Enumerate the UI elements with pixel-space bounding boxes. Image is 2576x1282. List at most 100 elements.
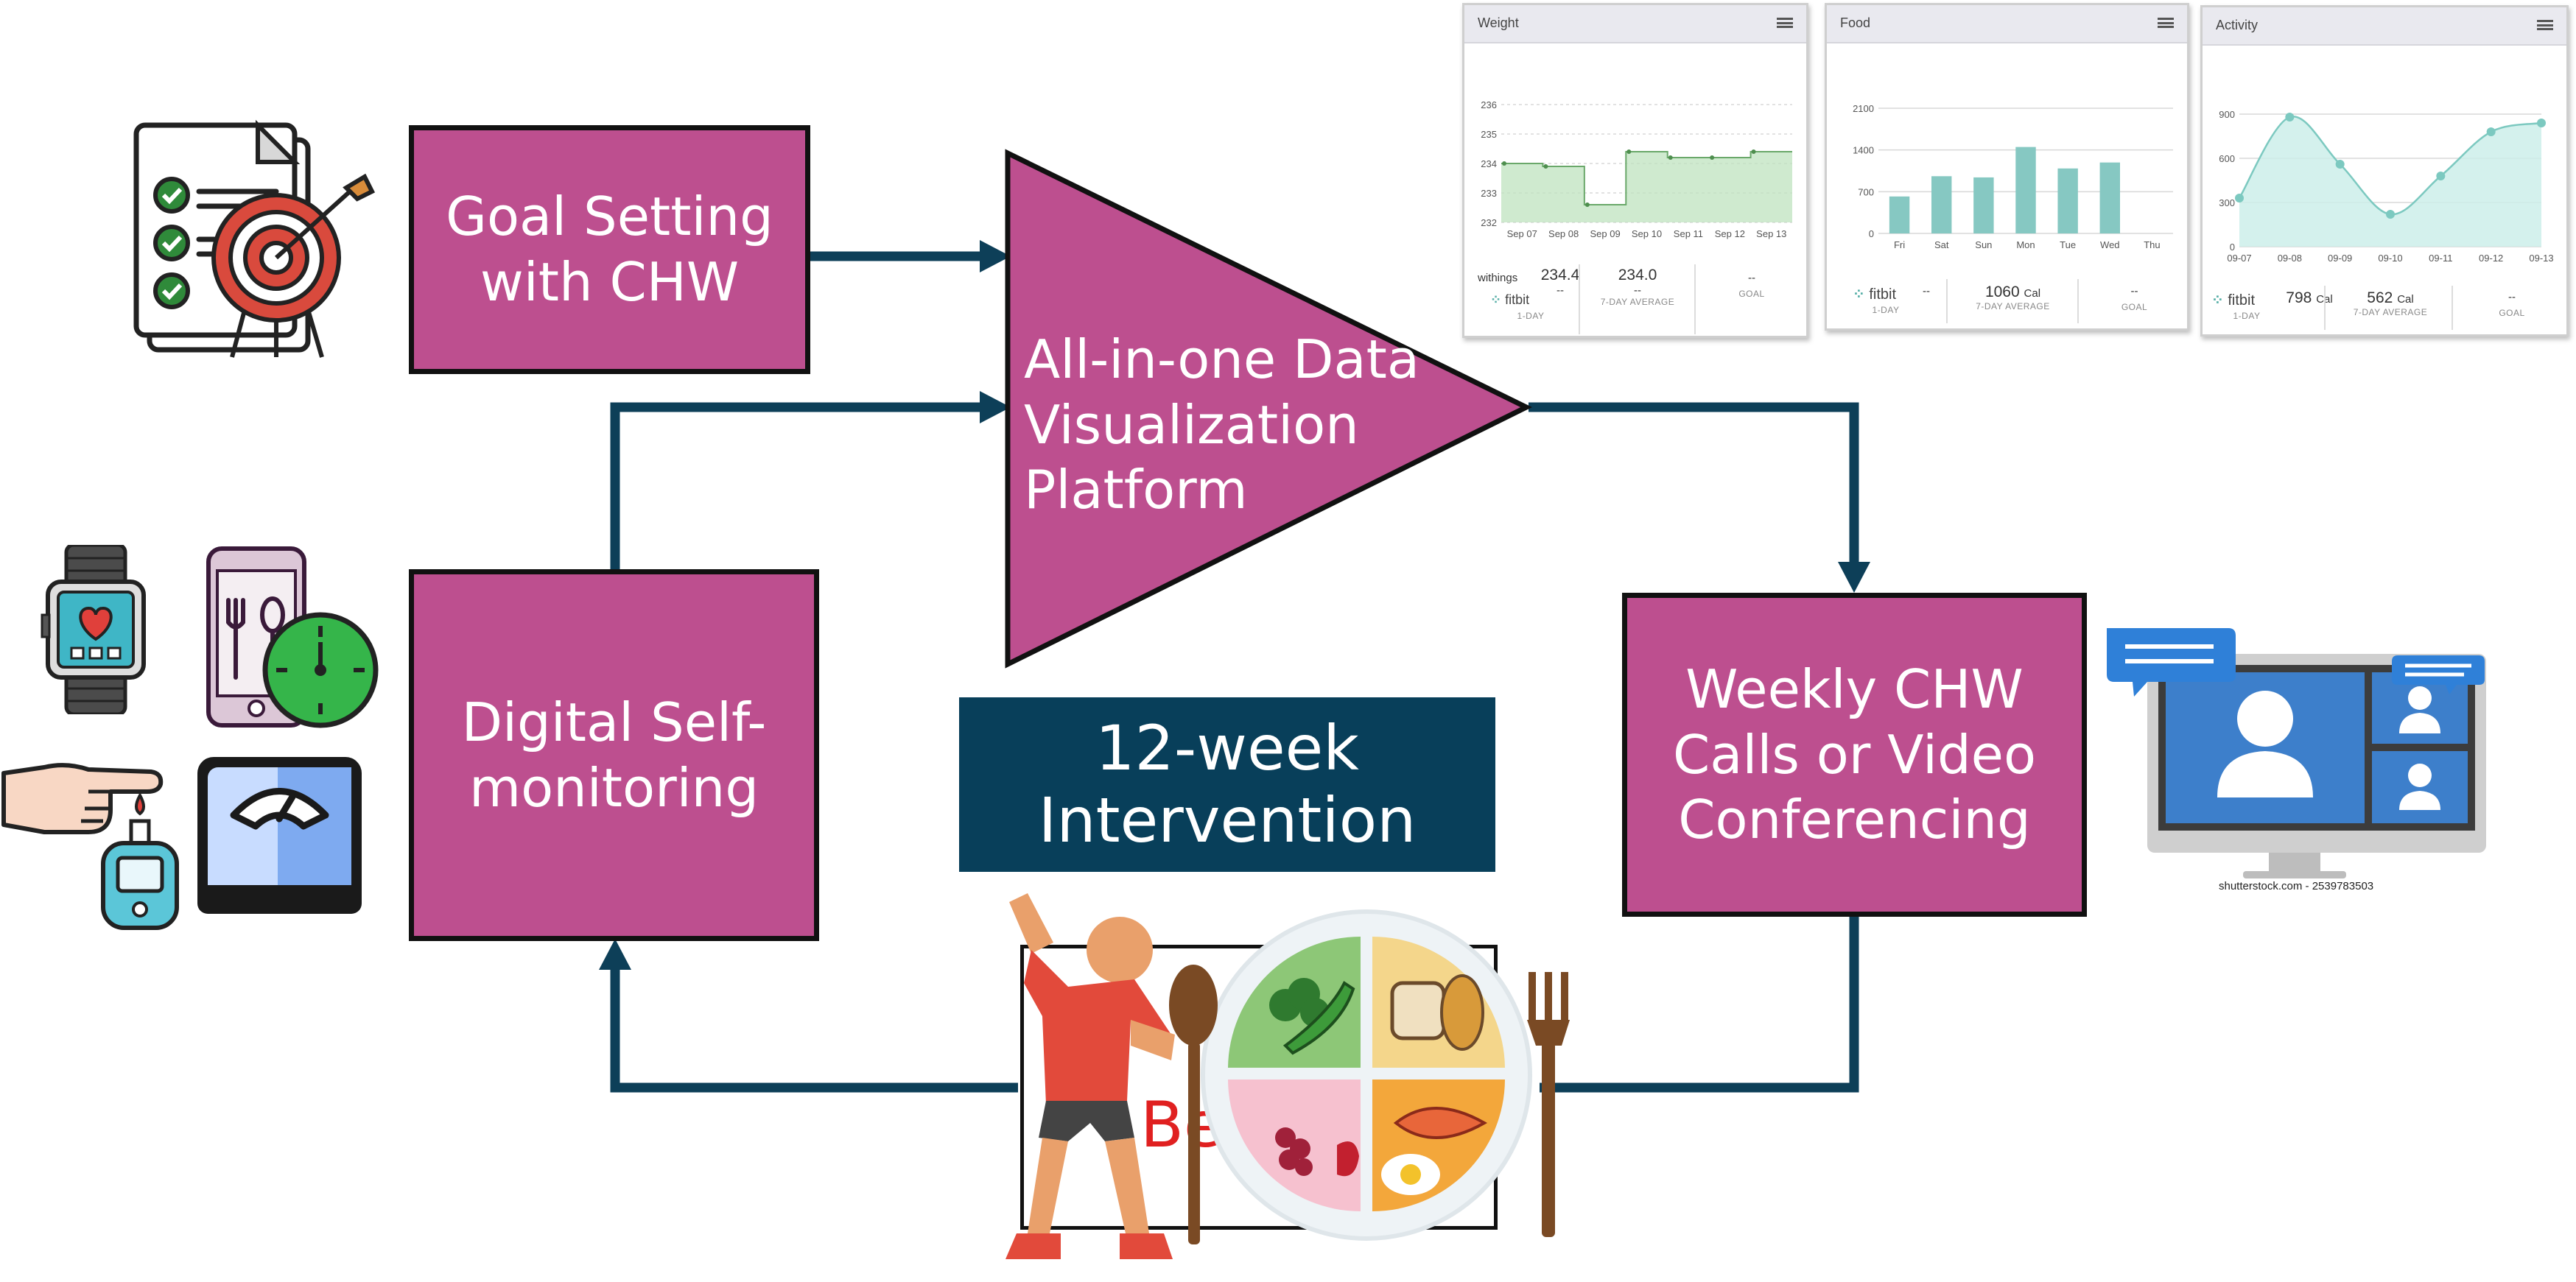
weight-one-day-label: 1-DAY: [1517, 311, 1545, 321]
weight-one-day-label-wrap: 1-DAY: [1501, 311, 1560, 321]
food-y-tick-label: 0: [1869, 228, 1874, 239]
weight-x-tick-label: Sep 08: [1548, 228, 1579, 239]
weight-point: [1710, 155, 1715, 160]
meal-timer-phone-icon: [206, 546, 379, 728]
food-bar: [1931, 176, 1952, 233]
weight-point: [1668, 155, 1673, 160]
weight-x-tick-label: Sep 09: [1590, 228, 1620, 239]
food-panel-title: Food: [1840, 15, 1871, 30]
intervention-line-2: Intervention: [1038, 783, 1417, 856]
bathroom-scale-icon: [197, 757, 362, 914]
data-platform-label: All-in-one Data Visualization Platform: [1024, 327, 1419, 523]
activity-menu-icon[interactable]: [2537, 20, 2553, 30]
food-goal-value: --: [2130, 285, 2138, 297]
food-y-tick-label: 2100: [1853, 103, 1874, 114]
food-x-tick-label: Sun: [1975, 239, 1992, 250]
food-x-tick-label: Sat: [1934, 239, 1949, 250]
activity-avg-unit: Cal: [2397, 293, 2414, 306]
activity-point: [2486, 127, 2496, 136]
glucose-meter-icon: [1, 763, 179, 930]
activity-point: [2335, 160, 2345, 169]
goal-setting-line-1: Goal Setting: [446, 186, 773, 248]
food-seven-day: 1060 Cal 7-DAY AVERAGE: [1952, 283, 2074, 311]
food-divider-2: [2077, 279, 2079, 323]
weight-avg-label: 7-DAY AVERAGE: [1600, 297, 1675, 307]
activity-avg-value: 562: [2367, 289, 2393, 306]
food-avg-label: 7-DAY AVERAGE: [1976, 301, 2050, 311]
food-x-tick-label: Fri: [1894, 239, 1905, 250]
food-y-tick-label: 700: [1858, 186, 1874, 197]
weight-point: [1626, 149, 1632, 154]
weight-menu-icon[interactable]: [1777, 18, 1793, 28]
food-bar: [1889, 196, 1910, 233]
twelve-week-intervention-banner: 12-week Intervention: [959, 697, 1495, 872]
weekly-calls-line-1: Weekly CHW: [1685, 658, 2024, 721]
video-conference-monitor-icon: [2107, 628, 2486, 878]
weight-y-tick-label: 233: [1481, 188, 1497, 199]
weight-goal: -- GOAL: [1704, 272, 1800, 299]
digital-self-monitoring-box: Digital Self- monitoring: [409, 569, 819, 941]
activity-source-fitbit: ⁘ fitbit: [2211, 291, 2255, 309]
activity-one-day-label-wrap: 1-DAY: [2217, 311, 2276, 321]
self-monitoring-line-1: Digital Self-: [461, 691, 767, 753]
weight-goal-label: GOAL: [1738, 289, 1765, 299]
self-monitoring-line-2: monitoring: [468, 756, 759, 819]
activity-x-tick-label: 09-12: [2479, 253, 2503, 264]
data-platform-triangle: [1005, 149, 1532, 669]
activity-point: [2537, 119, 2546, 127]
food-divider-1: [1946, 279, 1948, 323]
activity-y-tick-label: 600: [2219, 153, 2235, 164]
activity-panel-title: Activity: [2216, 18, 2259, 32]
weight-seven-day: 234.0 -- 7-DAY AVERAGE: [1586, 267, 1689, 307]
fitbit-dots-icon: ⁘: [1853, 286, 1870, 303]
food-one-day-label-wrap: 1-DAY: [1856, 305, 1915, 315]
activity-fitbit-text: fitbit: [2228, 292, 2256, 309]
weight-y-tick-label: 235: [1481, 129, 1497, 140]
weight-x-tick-label: Sep 12: [1715, 228, 1745, 239]
weight-goal-value: --: [1748, 272, 1755, 284]
weight-y-tick-label: 232: [1481, 217, 1497, 228]
activity-one-day-value: 798: [2286, 289, 2312, 306]
weight-fitbit-text: fitbit: [1505, 292, 1530, 307]
weight-point: [1543, 164, 1548, 169]
food-avg-value: 1060: [1984, 283, 2020, 300]
weight-one-day-value: 234.4: [1540, 267, 1580, 283]
goal-setting-line-2: with CHW: [480, 251, 740, 313]
food-panel-header: Food: [1827, 5, 2187, 43]
food-bar: [2057, 168, 2078, 233]
weight-area: [1501, 152, 1792, 222]
platform-line-3: Platform: [1024, 459, 1248, 521]
food-bar: [1973, 177, 1994, 233]
activity-point: [2386, 210, 2395, 219]
activity-goal-value: --: [2508, 291, 2516, 303]
weekly-chw-calls-box: Weekly CHW Calls or Video Conferencing: [1622, 593, 2087, 917]
weekly-calls-line-2: Calls or Video: [1672, 723, 2037, 786]
fitbit-dots-icon: ⁘: [1490, 292, 1506, 307]
food-x-tick-label: Wed: [2100, 239, 2120, 250]
activity-area: [2239, 116, 2541, 247]
intervention-line-1: 12-week: [1095, 712, 1359, 785]
weight-source-fitbit: ⁘ fitbit: [1490, 292, 1529, 308]
food-x-tick-label: Tue: [2060, 239, 2076, 250]
activity-y-tick-label: 900: [2219, 109, 2235, 120]
food-avg-unit: Cal: [2024, 287, 2041, 300]
balanced-plate-icon: [1169, 909, 1570, 1244]
platform-line-1: All-in-one Data: [1024, 328, 1419, 390]
weight-y-tick-label: 234: [1481, 158, 1497, 169]
activity-x-tick-label: 09-13: [2529, 253, 2553, 264]
activity-goal: -- GOAL: [2460, 291, 2563, 318]
food-goal-label: GOAL: [2121, 302, 2148, 312]
weight-one-day: 234.4 --: [1531, 267, 1590, 297]
weight-source-withings: withings: [1478, 272, 1518, 284]
fitbit-dots-icon: ⁘: [2211, 292, 2228, 309]
weight-x-tick-label: Sep 11: [1674, 228, 1703, 239]
food-bar: [2015, 147, 2036, 233]
food-menu-icon[interactable]: [2158, 18, 2174, 28]
goal-setting-box: Goal Setting with CHW: [409, 125, 810, 374]
weight-y-tick-label: 236: [1481, 99, 1497, 110]
